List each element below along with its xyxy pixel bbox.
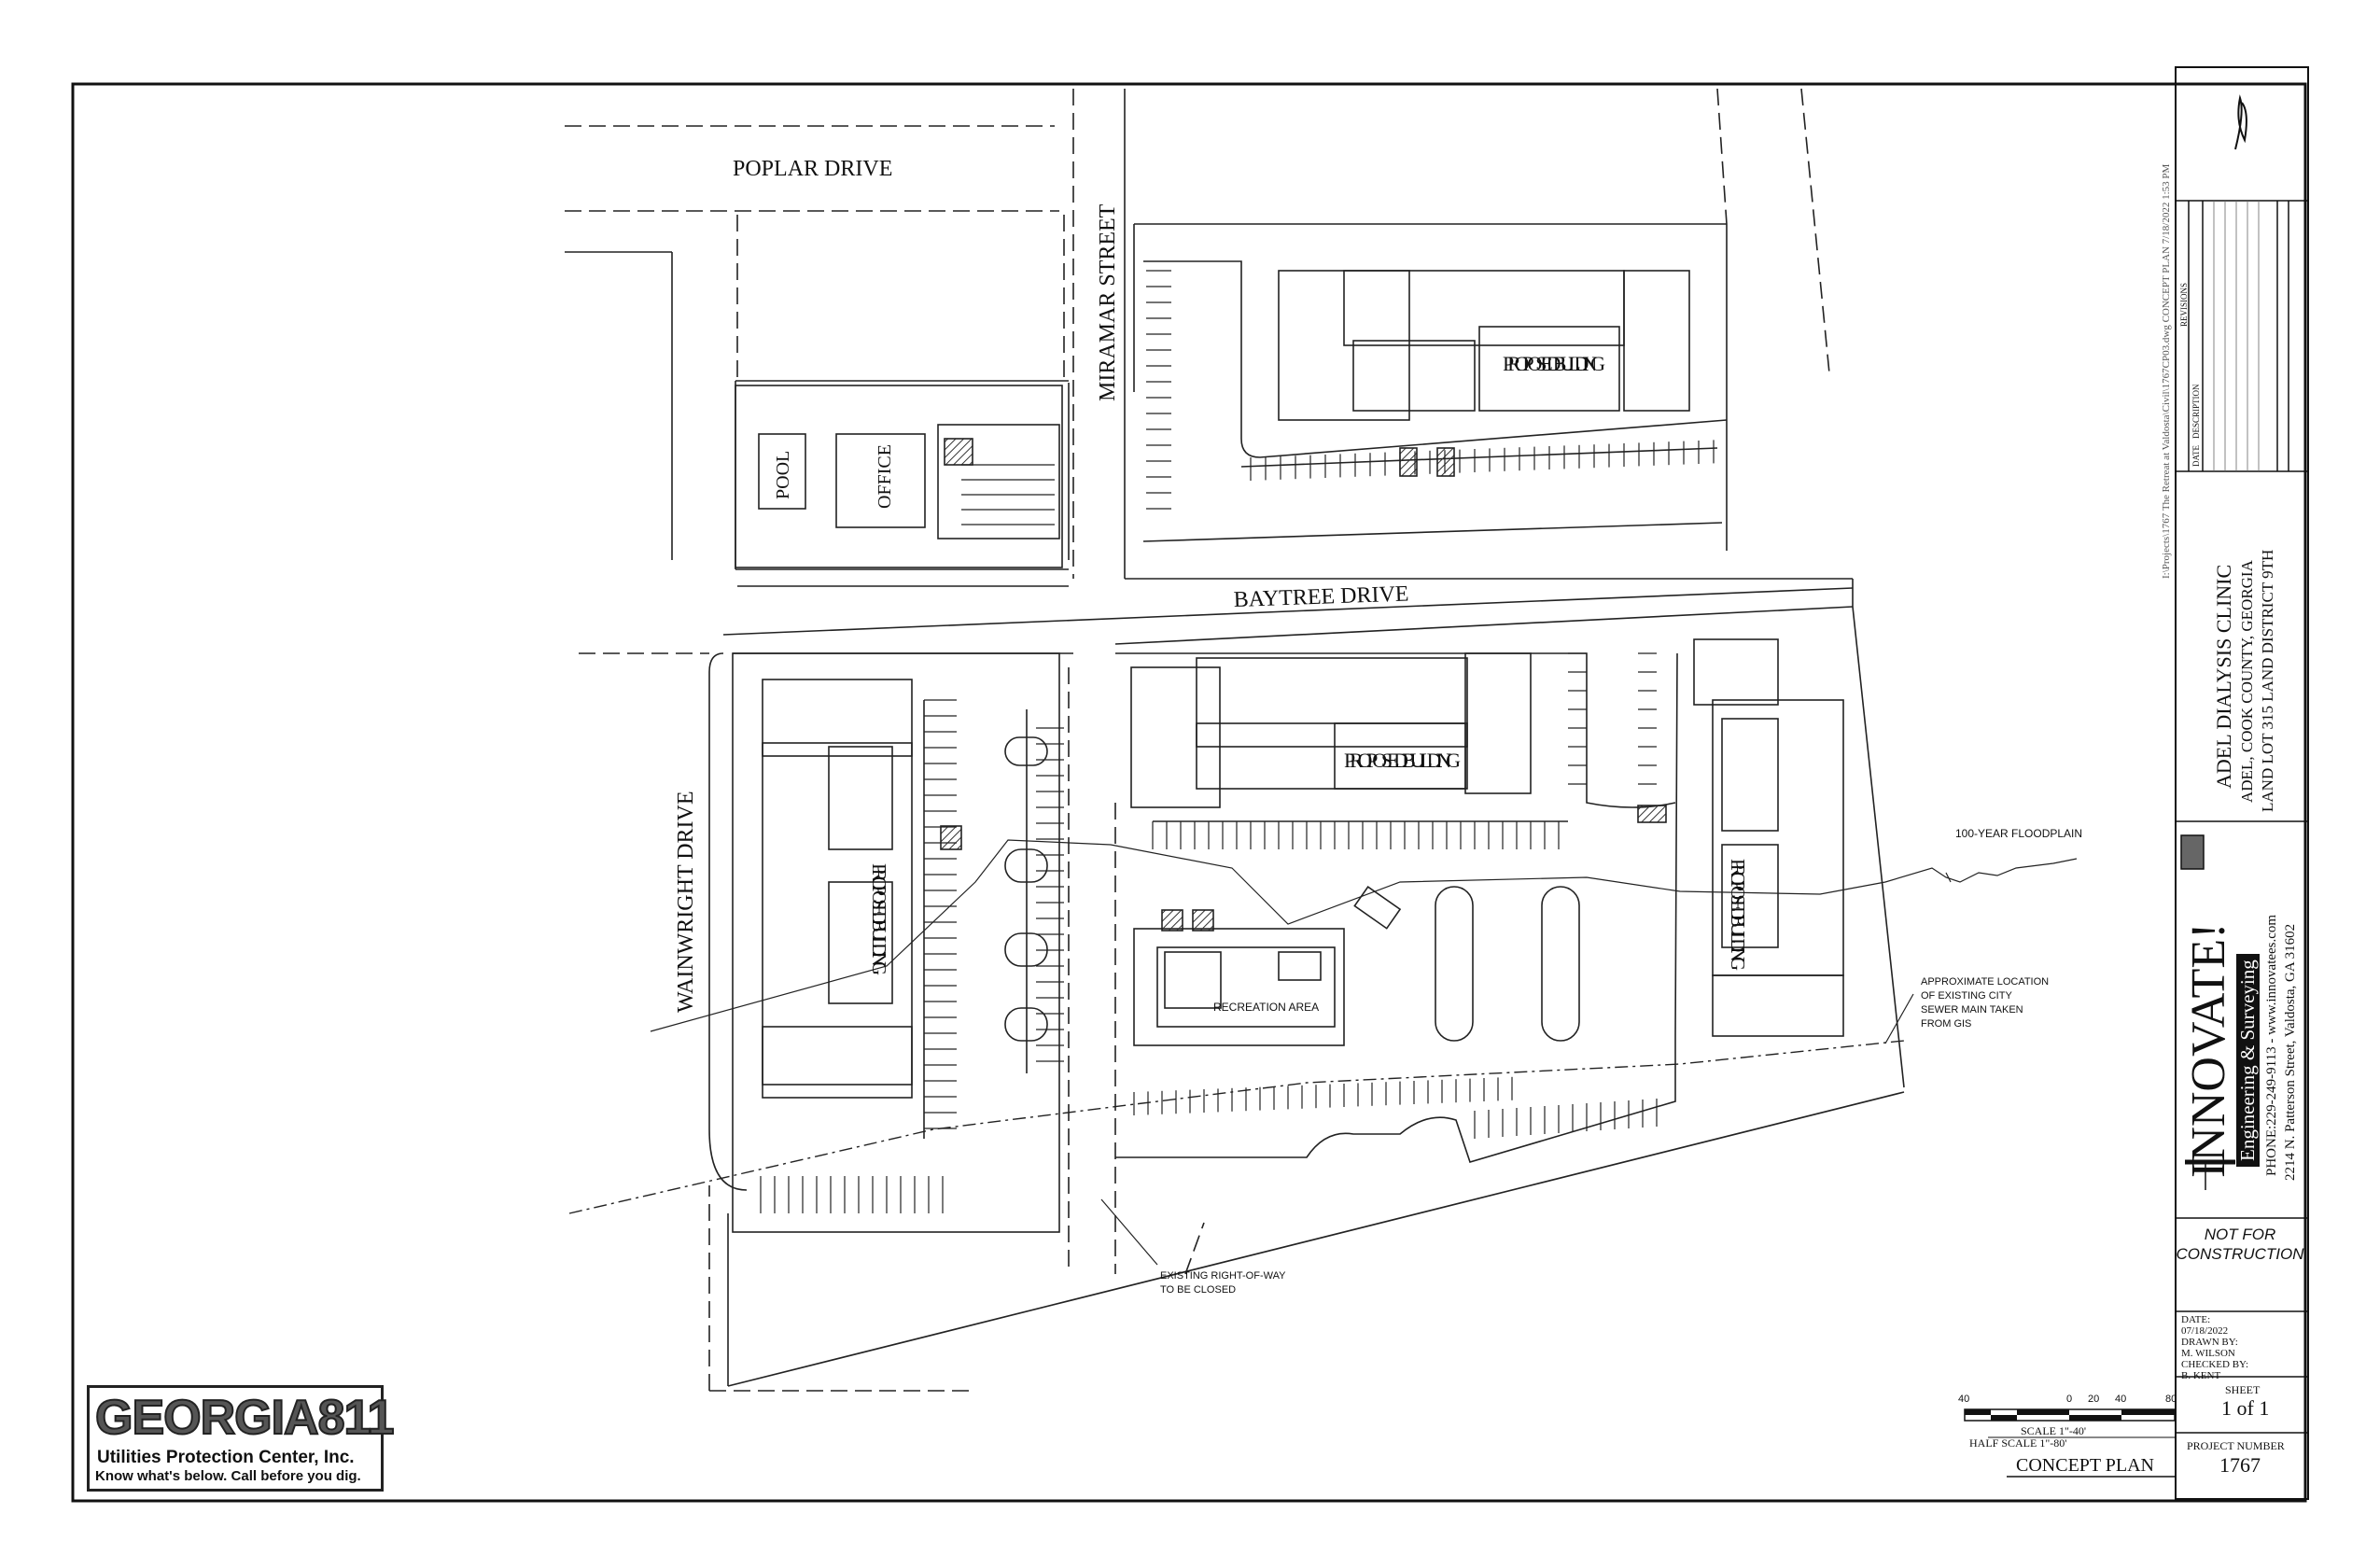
street-label-poplar: POPLAR DRIVE <box>733 157 892 181</box>
desc-col-label: DESCRIPTION <box>2191 384 2201 439</box>
pool-label: POOL <box>773 451 793 499</box>
company-phone-web: PHONE:229-249-9113 - www.innovatees.com <box>2264 914 2279 1176</box>
svg-text:40: 40 <box>1958 1394 1969 1405</box>
georgia811-line1: Utilities Protection Center, Inc. <box>97 1448 355 1467</box>
project-number-label: PROJECT NUMBER <box>2187 1439 2285 1452</box>
street-label-miramar: MIRAMAR STREET <box>1096 203 1120 401</box>
company-subtitle: Engineering & Surveying <box>2236 954 2260 1167</box>
title-block-frame <box>2175 66 2309 1500</box>
drawn-by-value: M. WILSON <box>2181 1348 2235 1359</box>
georgia811-main: GEORGIA811 <box>94 1390 395 1446</box>
svg-text:SEWER MAIN TAKEN: SEWER MAIN TAKEN <box>1921 1004 2023 1016</box>
date-label: DATE: <box>2181 1314 2211 1325</box>
row-note: EXISTING RIGHT-OF-WAY TO BE CLOSED <box>1160 1270 1286 1296</box>
proposed-building-label: PROPOSED BUILDING <box>868 863 890 975</box>
proposed-building-label: PROPOSED BUILDING <box>1503 352 1605 375</box>
sheet-title: CONCEPT PLAN <box>2016 1455 2154 1476</box>
building-label-top: PROPOSED BUILDING <box>1503 352 1605 375</box>
georgia811-line2: Know what's below. Call before you dig. <box>95 1468 361 1484</box>
svg-text:OF EXISTING CITY: OF EXISTING CITY <box>1921 990 2012 1002</box>
svg-text:APPROXIMATE LOCATION: APPROXIMATE LOCATION <box>1921 976 2049 988</box>
checked-by-value: B. KENT <box>2181 1370 2221 1381</box>
sheet-border <box>71 82 2307 1503</box>
svg-text:40: 40 <box>2115 1394 2126 1405</box>
project-location: ADEL, COOK COUNTY, GEORGIA <box>2238 560 2256 803</box>
graphic-scale <box>1964 1408 2176 1422</box>
floodplain-label: 100-YEAR FLOODPLAIN <box>1955 827 2082 840</box>
checked-by-label: CHECKED BY: <box>2181 1359 2249 1370</box>
project-title: ADEL DIALYSIS CLINIC <box>2212 564 2235 789</box>
project-number: 1767 <box>2219 1453 2261 1477</box>
proposed-building-label: PROPOSED BUILDING <box>1727 859 1749 971</box>
scale-text: SCALE 1"-40' <box>2021 1424 2086 1437</box>
company-address: 2214 N. Patterson Street, Valdosta, GA 3… <box>2283 923 2298 1181</box>
half-scale-text: HALF SCALE 1"-80' <box>1969 1436 2066 1450</box>
svg-text:20: 20 <box>2088 1394 2099 1405</box>
company-logo-text: INNOVATE! <box>2182 922 2235 1178</box>
scale-ticks: 40 0 20 40 80 <box>1958 1394 2177 1405</box>
not-for-construction: NOT FOR CONSTRUCTION <box>2176 1226 2304 1263</box>
office-label: OFFICE <box>875 444 895 509</box>
svg-text:FROM GIS: FROM GIS <box>1921 1018 1971 1030</box>
sheet-value: 1 of 1 <box>2221 1396 2270 1420</box>
svg-text:EXISTING RIGHT-OF-WAY: EXISTING RIGHT-OF-WAY <box>1160 1270 1286 1282</box>
svg-text:TO BE CLOSED: TO BE CLOSED <box>1160 1284 1236 1296</box>
revisions-label: REVISIONS <box>2179 282 2189 327</box>
street-label-wainwright: WAINWRIGHT DRIVE <box>674 791 698 1013</box>
date-value: 07/18/2022 <box>2181 1325 2229 1337</box>
georgia811-logo: GEORGIA811 Utilities Protection Center, … <box>87 1385 395 1492</box>
signature-mark <box>2234 94 2247 150</box>
sheet-label: SHEET <box>2225 1383 2261 1396</box>
sewer-note: APPROXIMATE LOCATION OF EXISTING CITY SE… <box>1921 976 2049 1030</box>
proposed-building-label: PROPOSED BUILDING <box>1344 749 1461 772</box>
drawn-by-label: DRAWN BY: <box>2181 1337 2238 1348</box>
date-col-label: DATE <box>2191 445 2201 467</box>
svg-text:80: 80 <box>2165 1394 2177 1405</box>
recreation-area-label: RECREATION AREA <box>1213 1001 1319 1014</box>
project-land-lot: LAND LOT 315 LAND DISTRICT 9TH <box>2259 549 2276 812</box>
building-label-center: PROPOSED BUILDING <box>1344 749 1461 772</box>
drawing-info: DATE: 07/18/2022 DRAWN BY: M. WILSON CHE… <box>2181 1314 2306 1381</box>
file-path-text: I:\Projects\1767 The Retreat at Valdosta… <box>2161 163 2172 579</box>
svg-text:0: 0 <box>2066 1394 2072 1405</box>
